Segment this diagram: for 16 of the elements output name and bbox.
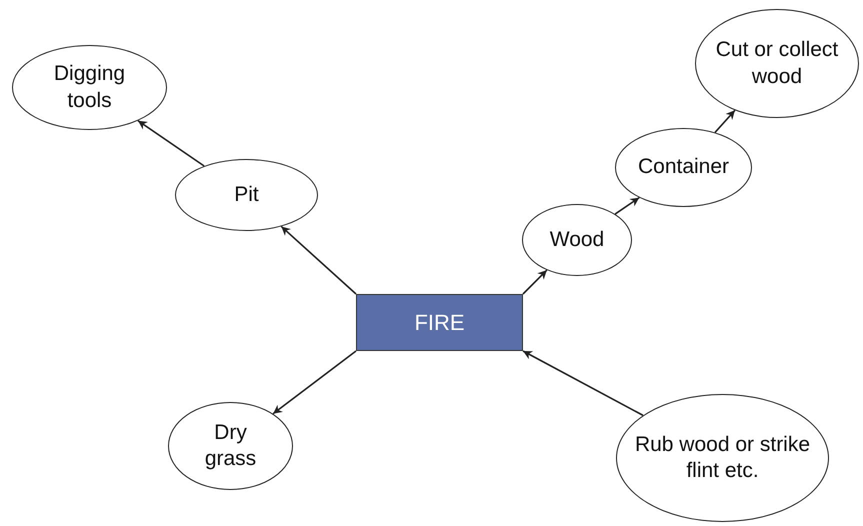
node-label: Cut or collect wood [714, 37, 840, 90]
node-label: Wood [548, 226, 606, 253]
node-label: FIRE [413, 308, 466, 336]
node-label: Rub wood or strike flint etc. [634, 432, 812, 484]
arrow [272, 350, 356, 414]
arrow [280, 226, 357, 295]
arrow [614, 196, 640, 215]
node-label: Digging tools [52, 61, 126, 114]
node-label: Container [636, 154, 730, 180]
arrow [522, 350, 644, 416]
topic-box [356, 294, 523, 351]
arrow [522, 270, 548, 295]
node-label: Pit [233, 182, 260, 208]
node-label: Dry grass [204, 420, 258, 472]
arrow [138, 120, 205, 167]
arrow [714, 110, 736, 133]
